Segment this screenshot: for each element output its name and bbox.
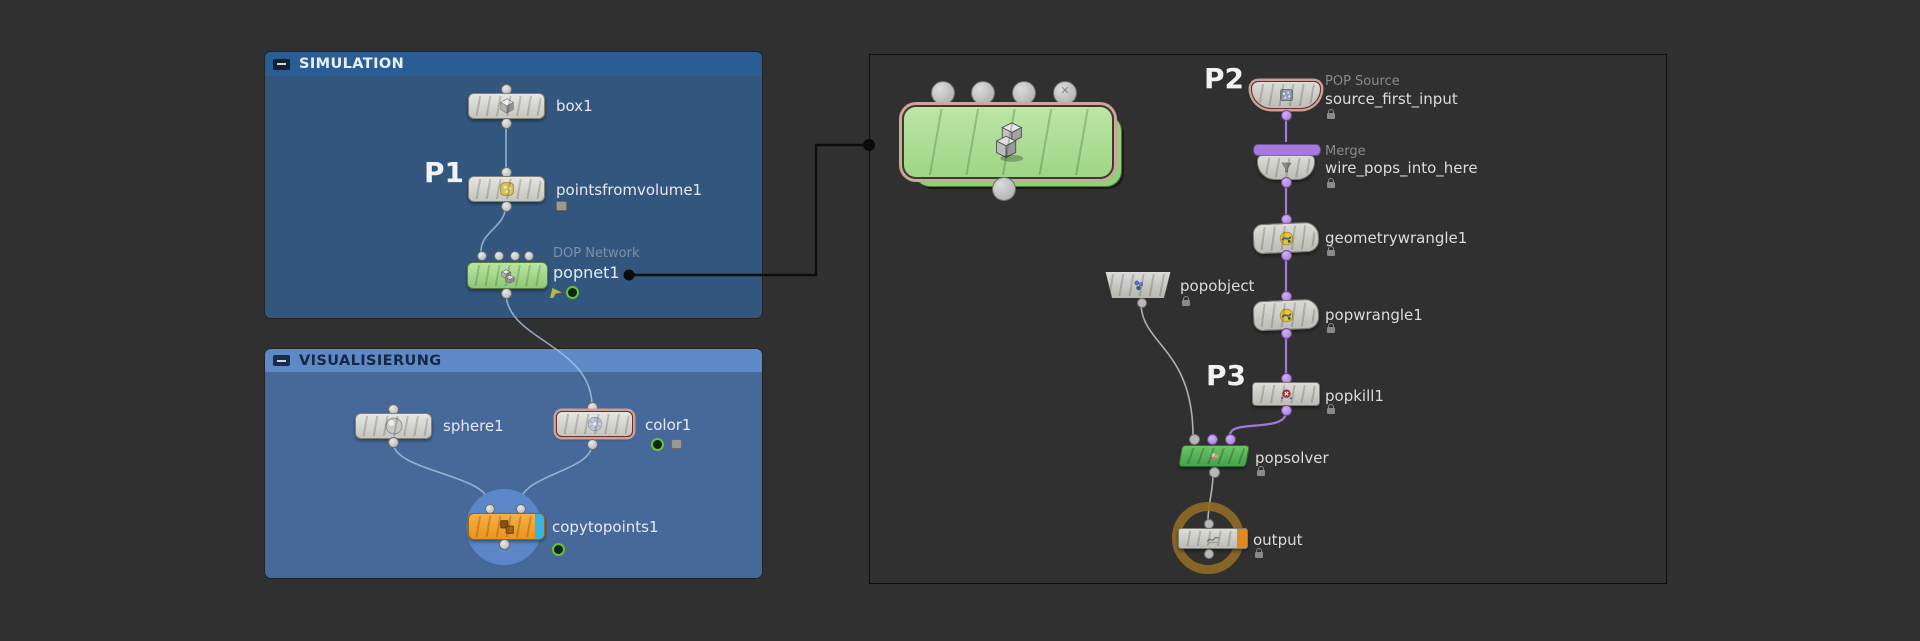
node-output[interactable] [1178,528,1248,549]
annotation-p2: P2 [1204,62,1245,95]
node-color1[interactable] [556,411,633,437]
network-box-title: VISUALISIERUNG [299,352,442,369]
node-geometrywrangle1[interactable] [1252,221,1320,255]
pop-source-icon [1279,88,1293,101]
lock-icon [1327,178,1335,188]
node-type-label: DOP Network [553,246,640,261]
display-flag-segment[interactable] [535,514,544,539]
node-label: color1 [645,416,692,434]
node-label: pointsfromvolume1 [556,181,703,199]
lock-icon [1257,466,1265,476]
popobject-output-connector[interactable] [1137,298,1147,308]
source-output-connector[interactable] [1281,110,1292,121]
color-icon [587,416,602,432]
node-type-label: Merge [1325,144,1366,159]
lock-icon [1327,323,1335,333]
node-label: wire_pops_into_here [1325,159,1478,177]
node-label: sphere1 [443,417,504,435]
node-copytopoints1[interactable] [468,513,545,540]
bigdop-input3-connector[interactable] [1012,81,1036,105]
network-box-simulation-header[interactable]: SIMULATION [265,52,762,76]
sphere-icon [385,417,402,435]
popsolver-input1-connector[interactable] [1189,434,1200,445]
node-label: popobject [1180,277,1255,295]
node-popkill1[interactable] [1252,382,1320,406]
node-source-first-input[interactable] [1251,81,1321,109]
dop-network-icon [500,268,515,284]
popnet1-output-connector[interactable] [501,288,512,299]
pop-solver-icon [1210,452,1218,460]
node-sphere1[interactable] [355,413,432,439]
node-box1[interactable] [468,93,545,119]
bigdop-input1-connector[interactable] [931,81,955,105]
popkill1-output-connector[interactable] [1281,405,1292,416]
sphere1-output-connector[interactable] [388,437,399,448]
template-badge[interactable] [671,439,682,449]
dop-network-panel[interactable] [869,54,1667,584]
bigdop-input4-connector[interactable] [1053,81,1077,105]
vex-wrangle-icon [1279,308,1293,322]
node-label: box1 [556,97,593,115]
popnet1-input1-connector[interactable] [477,251,487,261]
output-output-connector[interactable] [1204,549,1214,559]
template-badge[interactable] [556,201,567,211]
node-label: popsolver [1255,449,1329,467]
display-badge[interactable] [552,543,565,556]
copytopoints1-output-connector[interactable] [499,539,510,550]
pop-kill-icon [1280,389,1292,400]
lock-icon [1255,548,1263,558]
node-type-label: POP Source [1325,74,1400,89]
node-label: popkill1 [1325,387,1384,405]
display-badge[interactable] [651,438,664,451]
lock-icon [1327,246,1335,256]
popsolver-input2-connector[interactable] [1207,434,1218,445]
collapse-minus-icon[interactable] [273,58,290,70]
annotation-p1: P1 [424,156,465,189]
annotation-p3: P3 [1206,359,1247,392]
render-flag-segment[interactable] [1237,529,1247,548]
node-bigdop[interactable] [902,105,1114,179]
popsolver-output-connector[interactable] [1209,467,1220,478]
box-icon [499,98,514,114]
copy-to-points-icon [499,519,514,534]
node-label: output [1253,531,1303,549]
node-label: source_first_input [1325,90,1458,108]
network-box-visualisierung-header[interactable]: VISUALISIERUNG [265,349,762,372]
popsolver-input3-connector[interactable] [1225,434,1236,445]
node-popnet1[interactable] [467,262,548,289]
node-label: geometrywrangle1 [1325,229,1468,247]
popnet1-input2-connector[interactable] [494,251,504,261]
collapse-minus-icon[interactable] [273,355,290,366]
node-pointsfromvolume1[interactable] [468,176,545,202]
box1-output-connector[interactable] [501,118,512,129]
output-icon [1206,536,1220,543]
merge-funnel-icon [1281,162,1291,173]
node-label: copytopoints1 [552,518,659,536]
pointsfromvolume1-output-connector[interactable] [501,201,512,212]
vex-wrangle-icon [1279,231,1293,245]
lock-icon [1327,404,1335,414]
node-label: popnet1 [553,263,620,282]
node-popwrangle1[interactable] [1252,298,1320,332]
popnet1-input4-connector[interactable] [524,251,534,261]
node-popobject[interactable] [1105,272,1171,298]
color1-output-connector[interactable] [587,439,598,450]
node-popsolver[interactable] [1178,445,1250,467]
merge-output-connector[interactable] [1281,177,1292,188]
lock-icon [1327,109,1335,119]
points-from-volume-icon [499,182,514,196]
pop-object-icon [1134,280,1143,290]
lock-icon [1182,296,1190,306]
display-badge[interactable] [566,286,579,299]
bigdop-output-connector[interactable] [992,177,1016,201]
popnet1-input3-connector[interactable] [510,251,520,261]
dop-network-icon [995,122,1024,162]
node-label: popwrangle1 [1325,306,1423,324]
bigdop-input2-connector[interactable] [971,81,995,105]
geometrywrangle1-output-connector[interactable] [1281,250,1292,261]
network-box-title: SIMULATION [299,56,405,72]
popwrangle1-output-connector[interactable] [1281,328,1292,339]
